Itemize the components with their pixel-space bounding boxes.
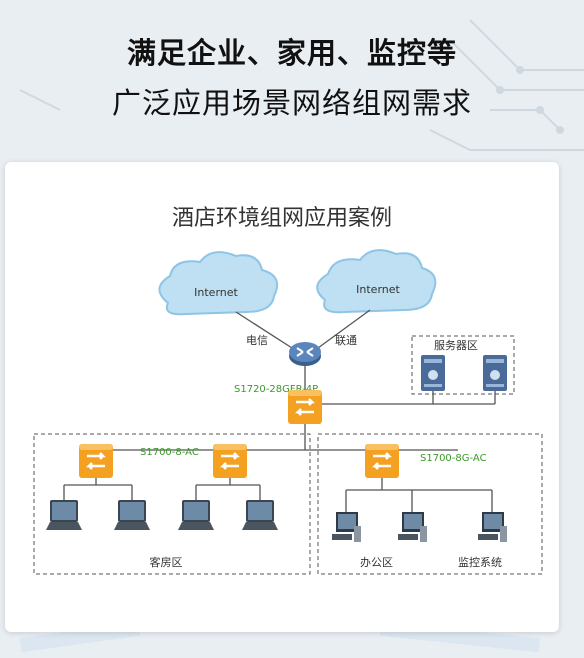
isp-left-label: 电信 xyxy=(246,334,268,347)
laptop-icon xyxy=(178,500,214,530)
server-zone-box xyxy=(411,335,515,395)
laptop-icon xyxy=(114,500,150,530)
core-switch-icon xyxy=(286,388,324,426)
left-switch-label: S1700-8-AC xyxy=(140,447,199,458)
cloud-left-label: Internet xyxy=(194,286,238,299)
diagram-card: 酒店环境组网应用案例 xyxy=(5,162,559,632)
monitor-zone-label: 监控系统 xyxy=(458,555,502,569)
access-switch-icon xyxy=(363,442,401,480)
cloud-right-label: Internet xyxy=(356,283,400,296)
card-title: 酒店环境组网应用案例 xyxy=(171,206,392,231)
server-icon xyxy=(483,355,507,391)
headline-line-2: 广泛应用场景网络组网需求 xyxy=(111,86,472,120)
headline-line-1: 满足企业、家用、监控等 xyxy=(126,36,457,70)
laptop-icon xyxy=(242,500,278,530)
office-zone-label: 办公区 xyxy=(360,556,393,569)
server-icon xyxy=(421,355,445,391)
core-switch-label: S1720-28GFR-4P xyxy=(234,384,318,395)
network-links xyxy=(63,309,496,512)
internet-cloud-right: Internet xyxy=(316,249,437,314)
router-icon xyxy=(289,342,321,366)
guest-zone-label: 客房区 xyxy=(150,555,183,569)
access-switch-icon xyxy=(211,442,249,480)
desktop-icon xyxy=(332,512,361,542)
access-switch-icon xyxy=(77,442,115,480)
right-switch-label: S1700-8G-AC xyxy=(420,453,487,464)
office-zone-box xyxy=(317,433,543,575)
server-zone-label: 服务器区 xyxy=(434,339,478,352)
monitoring-terminal-icon xyxy=(478,512,507,542)
internet-cloud-left: Internet xyxy=(158,251,278,316)
desktop-icon xyxy=(398,512,427,542)
laptop-icon xyxy=(46,500,82,530)
isp-right-label: 联通 xyxy=(335,334,357,347)
guest-zone-box xyxy=(33,433,311,575)
